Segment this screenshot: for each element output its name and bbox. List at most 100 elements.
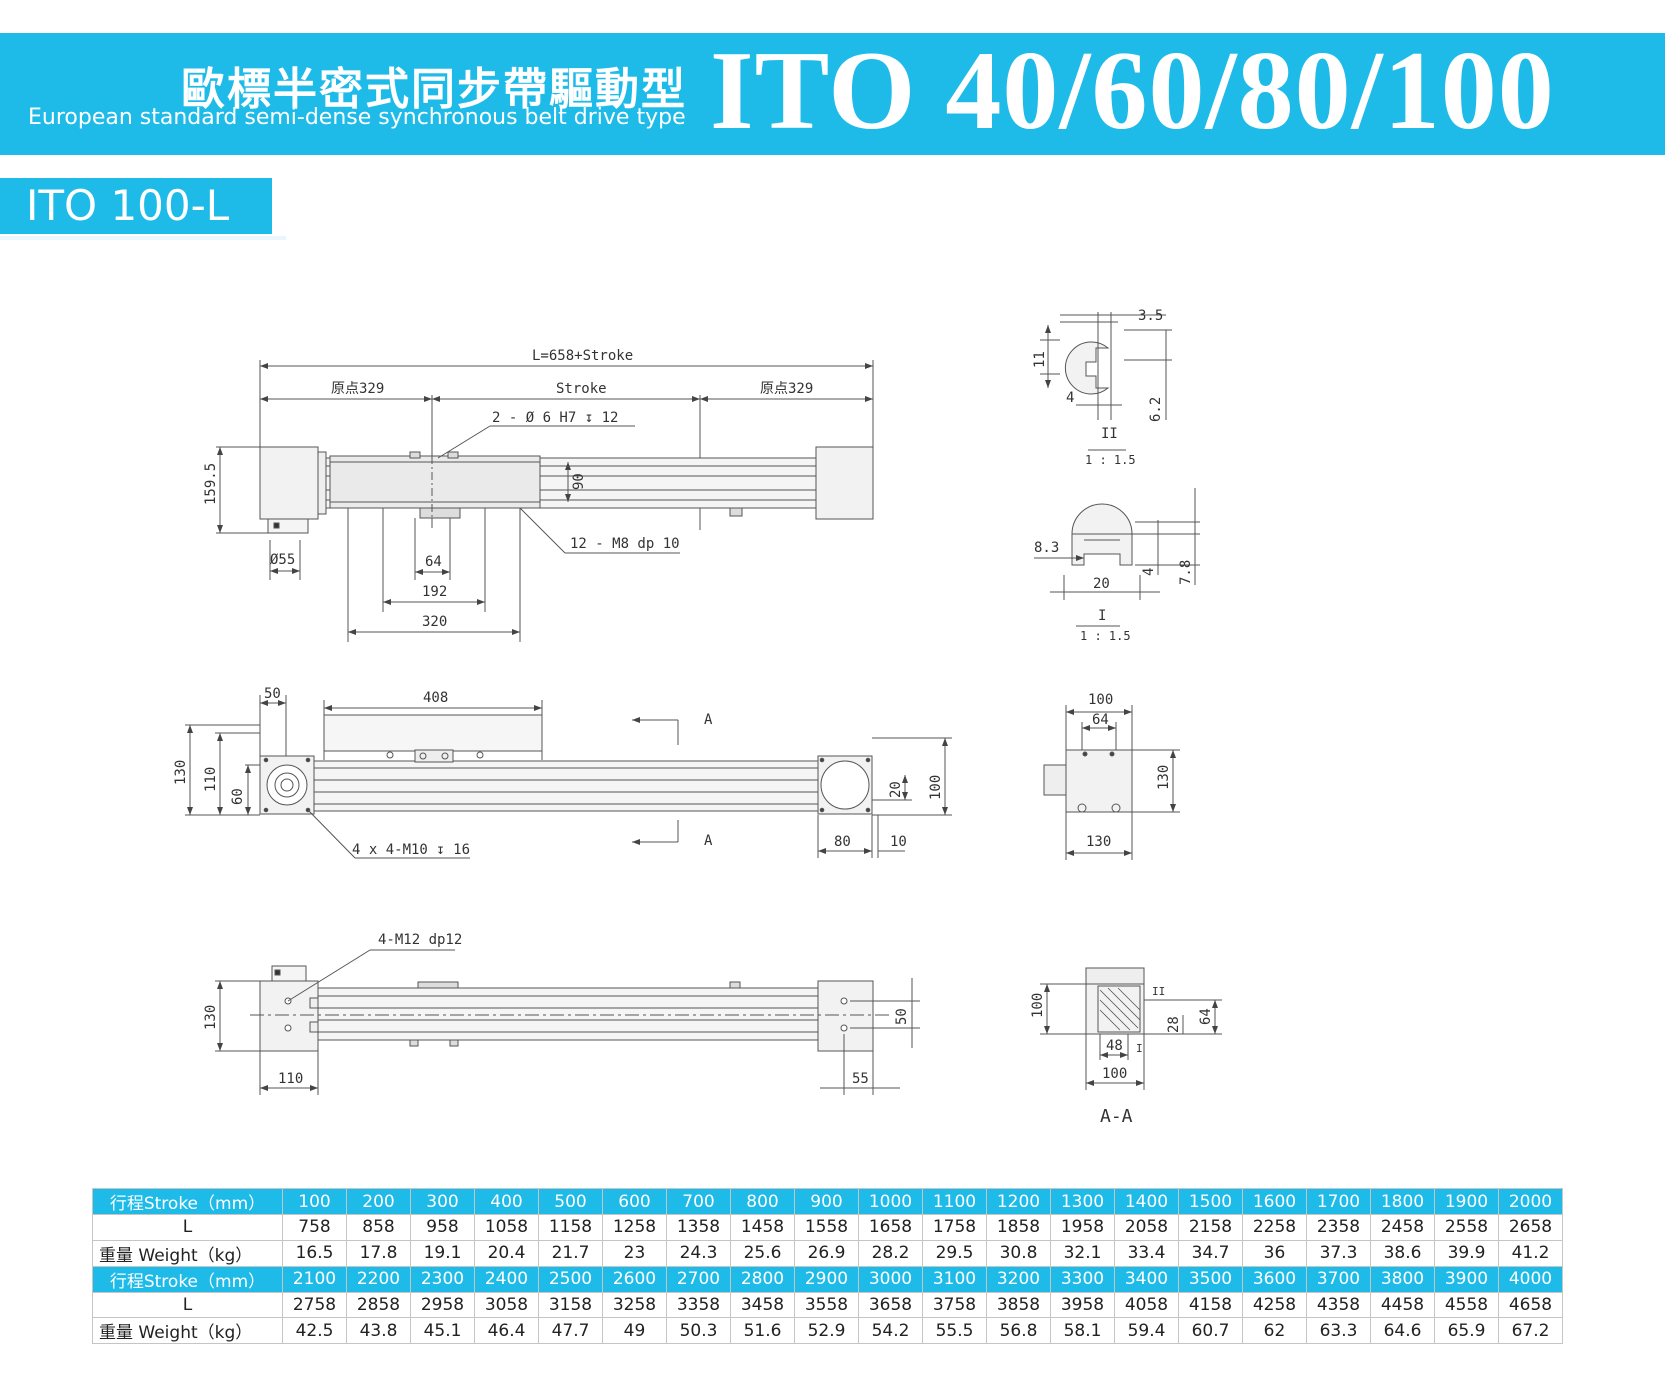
detail-i-4: 4 bbox=[1141, 568, 1157, 576]
table-cell: 300 bbox=[410, 1188, 475, 1215]
table-cell: 2000 bbox=[1498, 1188, 1563, 1215]
table-cell: 2958 bbox=[410, 1291, 475, 1318]
table-cell: 4158 bbox=[1178, 1291, 1243, 1318]
table-cell: 1300 bbox=[1050, 1188, 1115, 1215]
detail-ii-11: 11 bbox=[1032, 351, 1048, 368]
section-100-height: 100 bbox=[1030, 993, 1046, 1018]
table-cell: 3358 bbox=[666, 1291, 731, 1318]
dim-top-408: 408 bbox=[423, 690, 448, 706]
table-cell: 1658 bbox=[858, 1214, 923, 1241]
table-cell: 2458 bbox=[1370, 1214, 1435, 1241]
table-cell: 3858 bbox=[986, 1291, 1051, 1318]
table-cell: 67.2 bbox=[1498, 1317, 1563, 1344]
table-cell: 50.3 bbox=[666, 1317, 731, 1344]
table-cell: 1058 bbox=[474, 1214, 539, 1241]
dim-90: 90 bbox=[571, 473, 587, 490]
table-cell: 60.7 bbox=[1178, 1317, 1243, 1344]
table-cell: 43.8 bbox=[346, 1317, 411, 1344]
table-cell: 2300 bbox=[410, 1265, 475, 1293]
table-cell: 500 bbox=[538, 1188, 603, 1215]
bottom-view bbox=[215, 949, 920, 1095]
table-cell: 54.2 bbox=[858, 1317, 923, 1344]
dim-top-130: 130 bbox=[173, 760, 189, 785]
table-cell: 2400 bbox=[474, 1265, 539, 1293]
table-cell: 29.5 bbox=[922, 1239, 987, 1267]
table-cell: 758 bbox=[282, 1214, 347, 1241]
detail-ii-scale: 1 : 1.5 bbox=[1085, 453, 1136, 467]
table-cell: 23 bbox=[602, 1239, 667, 1267]
table-cell: 3558 bbox=[794, 1291, 859, 1318]
table-cell: 1500 bbox=[1178, 1188, 1243, 1215]
table-cell: 3800 bbox=[1370, 1265, 1435, 1293]
table-cell: 2258 bbox=[1242, 1214, 1307, 1241]
dim-192: 192 bbox=[422, 584, 447, 600]
table-cell: 2558 bbox=[1434, 1214, 1499, 1241]
table-cell: 2058 bbox=[1114, 1214, 1179, 1241]
end-view-130-height: 130 bbox=[1156, 765, 1172, 790]
table-cell: 1100 bbox=[922, 1188, 987, 1215]
top-view bbox=[185, 695, 952, 859]
table-cell: 3958 bbox=[1050, 1291, 1115, 1318]
table-cell: 1758 bbox=[922, 1214, 987, 1241]
dim-shaft-diameter: Ø55 bbox=[270, 552, 295, 568]
title-chinese: 歐標半密式同步帶驅動型 bbox=[181, 64, 687, 115]
table-cell: 1800 bbox=[1370, 1188, 1435, 1215]
section-mark-i: I bbox=[1136, 1042, 1143, 1055]
table-cell: 17.8 bbox=[346, 1239, 411, 1267]
detail-ii-4: 4 bbox=[1066, 390, 1074, 406]
table-cell: 37.3 bbox=[1306, 1239, 1371, 1267]
table-cell: 3000 bbox=[858, 1265, 923, 1293]
dim-top-20: 20 bbox=[888, 781, 904, 798]
dim-320: 320 bbox=[422, 614, 447, 630]
table-cell: 49 bbox=[602, 1317, 667, 1344]
table-cell: 2158 bbox=[1178, 1214, 1243, 1241]
dim-top-110: 110 bbox=[203, 767, 219, 792]
section-100-width: 100 bbox=[1102, 1066, 1127, 1082]
detail-ii-6-2: 6.2 bbox=[1148, 397, 1164, 422]
table-cell: 47.7 bbox=[538, 1317, 603, 1344]
table-cell: 1358 bbox=[666, 1214, 731, 1241]
dim-left-origin: 原点329 bbox=[331, 381, 384, 397]
table-cell: 100 bbox=[282, 1188, 347, 1215]
table-cell: 3058 bbox=[474, 1291, 539, 1318]
table-cell: 3658 bbox=[858, 1291, 923, 1318]
table-cell: 1258 bbox=[602, 1214, 667, 1241]
table-cell: 4000 bbox=[1498, 1265, 1563, 1293]
table-cell: 20.4 bbox=[474, 1239, 539, 1267]
table-cell: 52.9 bbox=[794, 1317, 859, 1344]
table-cell: 34.7 bbox=[1178, 1239, 1243, 1267]
table-cell: 958 bbox=[410, 1214, 475, 1241]
table-cell: 1158 bbox=[538, 1214, 603, 1241]
end-view-64: 64 bbox=[1092, 712, 1109, 728]
table-cell: 1600 bbox=[1242, 1188, 1307, 1215]
table-cell: 51.6 bbox=[730, 1317, 795, 1344]
table-cell: 55.5 bbox=[922, 1317, 987, 1344]
note-pin-holes: 2 - Ø 6 H7 ↧ 12 bbox=[492, 410, 618, 426]
table-cell: 65.9 bbox=[1434, 1317, 1499, 1344]
detail-ii-view bbox=[1040, 312, 1172, 451]
table-cell: 3400 bbox=[1114, 1265, 1179, 1293]
table-cell: 1400 bbox=[1114, 1188, 1179, 1215]
table-cell: 2358 bbox=[1306, 1214, 1371, 1241]
table-cell: 28.2 bbox=[858, 1239, 923, 1267]
length-row-label: L bbox=[92, 1214, 283, 1241]
table-cell: 2100 bbox=[282, 1265, 347, 1293]
table-cell: 1000 bbox=[858, 1188, 923, 1215]
dim-top-60: 60 bbox=[230, 788, 246, 805]
table-cell: 4358 bbox=[1306, 1291, 1371, 1318]
detail-i-7-8: 7.8 bbox=[1178, 560, 1194, 585]
end-view-100: 100 bbox=[1088, 692, 1113, 708]
table-cell: 25.6 bbox=[730, 1239, 795, 1267]
table-cell: 32.1 bbox=[1050, 1239, 1115, 1267]
note-mount-holes: 12 - M8 dp 10 bbox=[570, 536, 680, 552]
table-cell: 36 bbox=[1242, 1239, 1307, 1267]
table-cell: 3700 bbox=[1306, 1265, 1371, 1293]
table-cell: 2900 bbox=[794, 1265, 859, 1293]
table-cell: 46.4 bbox=[474, 1317, 539, 1344]
section-name: A-A bbox=[1100, 1106, 1133, 1127]
dim-bottom-110: 110 bbox=[278, 1071, 303, 1087]
section-mark-a-bottom: A bbox=[704, 833, 713, 849]
table-cell: 3458 bbox=[730, 1291, 795, 1318]
table-cell: 2200 bbox=[346, 1265, 411, 1293]
